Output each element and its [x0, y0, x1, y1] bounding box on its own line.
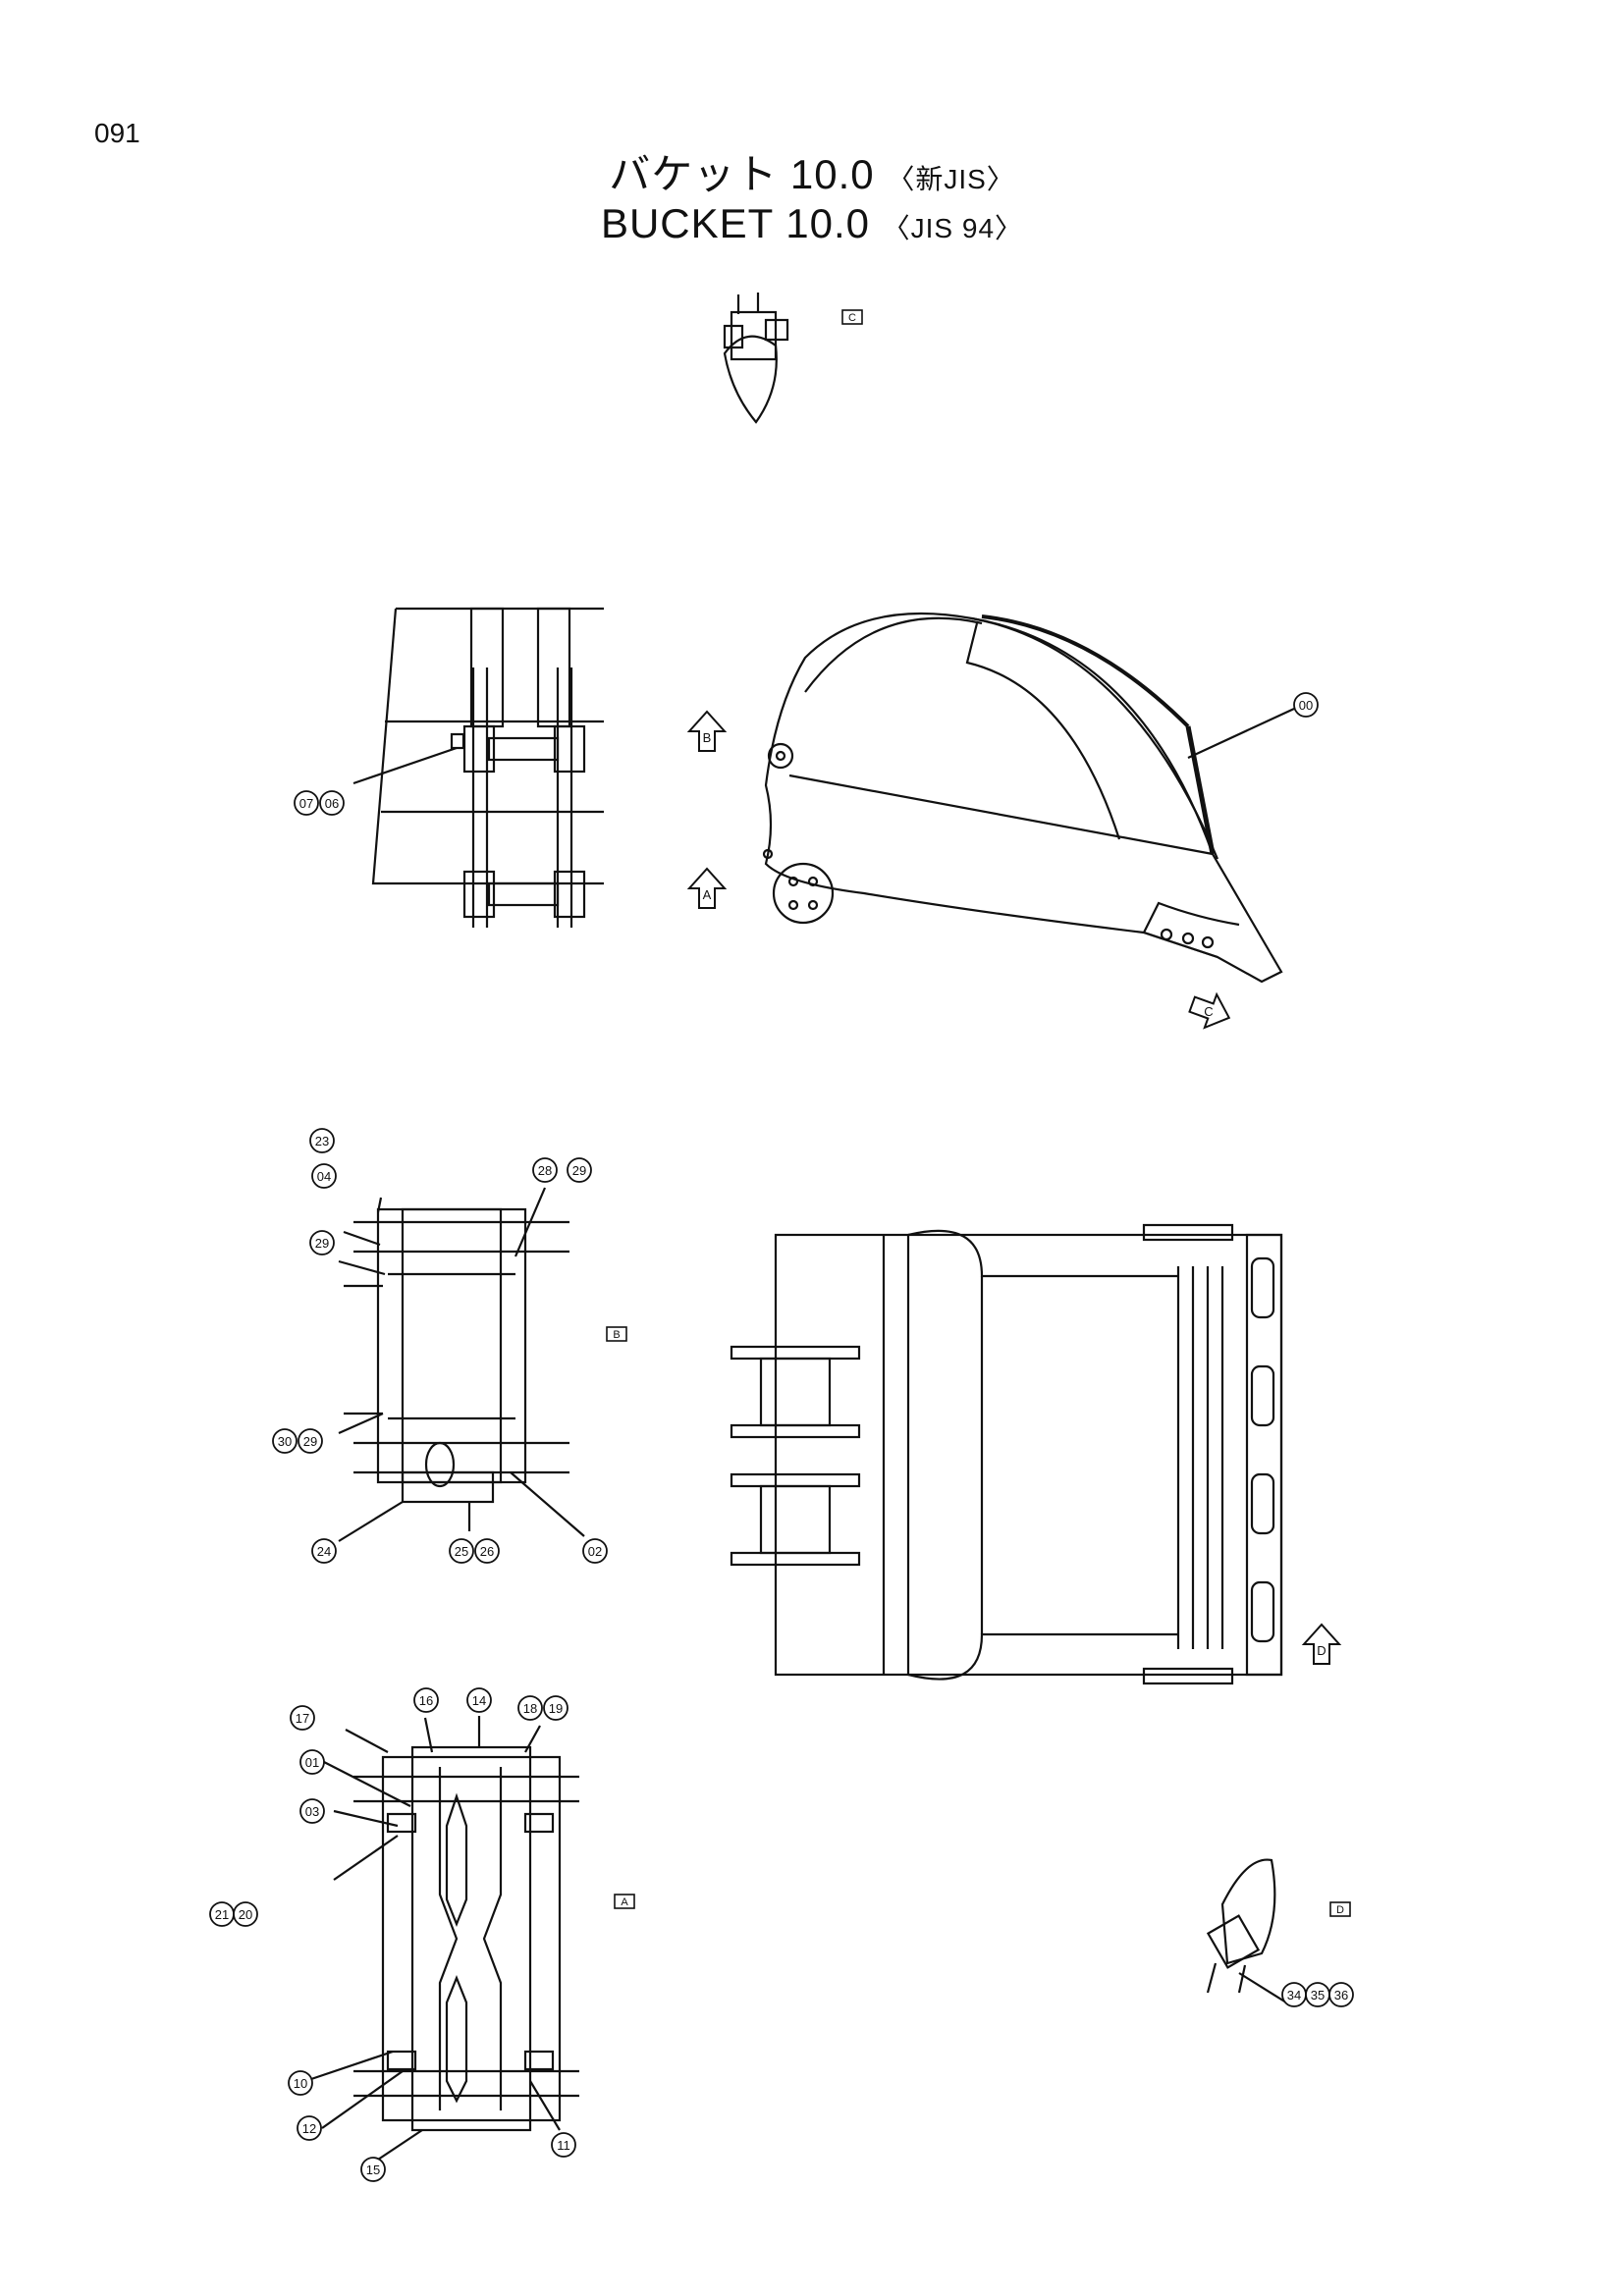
callout-10: 10 [294, 2076, 307, 2091]
title-jp-text: バケット 10.0 [609, 151, 875, 197]
callout-06: 06 [325, 796, 339, 811]
callout-14: 14 [472, 1693, 486, 1708]
view-arrow-c [1188, 991, 1231, 1030]
view-label-b: B [613, 1329, 620, 1341]
title-en-standard: 〈JIS 94〉 [882, 213, 1024, 243]
tooth-detail-bottom [1206, 1858, 1276, 1994]
callout-02: 02 [588, 1544, 602, 1559]
view-marker-d: D [1317, 1643, 1326, 1658]
callout-35: 35 [1311, 1988, 1325, 2002]
bucket-top-view [730, 1223, 1283, 1685]
title-english: BUCKET 10.0 〈JIS 94〉 [0, 200, 1624, 247]
title-japanese: バケット 10.0 〈新JIS〉 [0, 141, 1624, 201]
callout-07: 07 [299, 796, 313, 811]
view-label-box-d [1329, 1901, 1351, 1917]
callout-15: 15 [366, 2163, 380, 2177]
callout-01: 01 [305, 1755, 319, 1770]
view-marker-a: A [703, 887, 712, 902]
view-marker-b: B [703, 730, 712, 745]
tooth-detail-top [723, 293, 789, 424]
view-arrow-b [686, 710, 728, 752]
title-jp-standard: 〈新JIS〉 [887, 164, 1015, 194]
callout-28-left: 29 [315, 1236, 329, 1251]
callout-36: 36 [1334, 1988, 1348, 2002]
callout-00: 00 [1299, 698, 1313, 713]
callout-17: 17 [296, 1711, 309, 1726]
view-label-box-a [614, 1894, 635, 1909]
callout-18: 18 [523, 1701, 537, 1716]
callout-12: 12 [302, 2121, 316, 2136]
callout-27: 28 [538, 1163, 552, 1178]
pin-section-b [344, 1207, 569, 1504]
callout-11: 11 [557, 2138, 570, 2153]
callout-03: 03 [305, 1804, 319, 1819]
view-arrow-a [686, 867, 728, 909]
callout-28: 29 [572, 1163, 586, 1178]
callout-23: 23 [315, 1134, 329, 1148]
callout-19: 19 [549, 1701, 563, 1716]
callout-24: 24 [317, 1544, 331, 1559]
callout-29: 29 [303, 1434, 317, 1449]
callout-16: 16 [419, 1693, 433, 1708]
pin-section-a [353, 1745, 579, 2132]
bucket-side-view [762, 613, 1283, 984]
view-arrow-d [1301, 1623, 1342, 1665]
callout-25: 25 [455, 1544, 468, 1559]
view-label-a: A [621, 1896, 628, 1908]
side-bracket-view [371, 607, 604, 928]
page-number: 091 [94, 118, 140, 148]
callout-26: 26 [480, 1544, 494, 1559]
view-label-d: D [1336, 1904, 1344, 1916]
callout-04: 04 [317, 1169, 331, 1184]
view-label-box-c [841, 309, 863, 325]
title-en-text: BUCKET 10.0 [600, 200, 870, 246]
callout-21: 21 [215, 1907, 229, 1922]
view-marker-c: C [1204, 1004, 1213, 1019]
view-label-box-b [606, 1326, 627, 1342]
callout-20: 20 [239, 1907, 252, 1922]
callout-34: 34 [1287, 1988, 1301, 2002]
callout-30: 30 [278, 1434, 292, 1449]
view-label-c: C [848, 312, 856, 324]
